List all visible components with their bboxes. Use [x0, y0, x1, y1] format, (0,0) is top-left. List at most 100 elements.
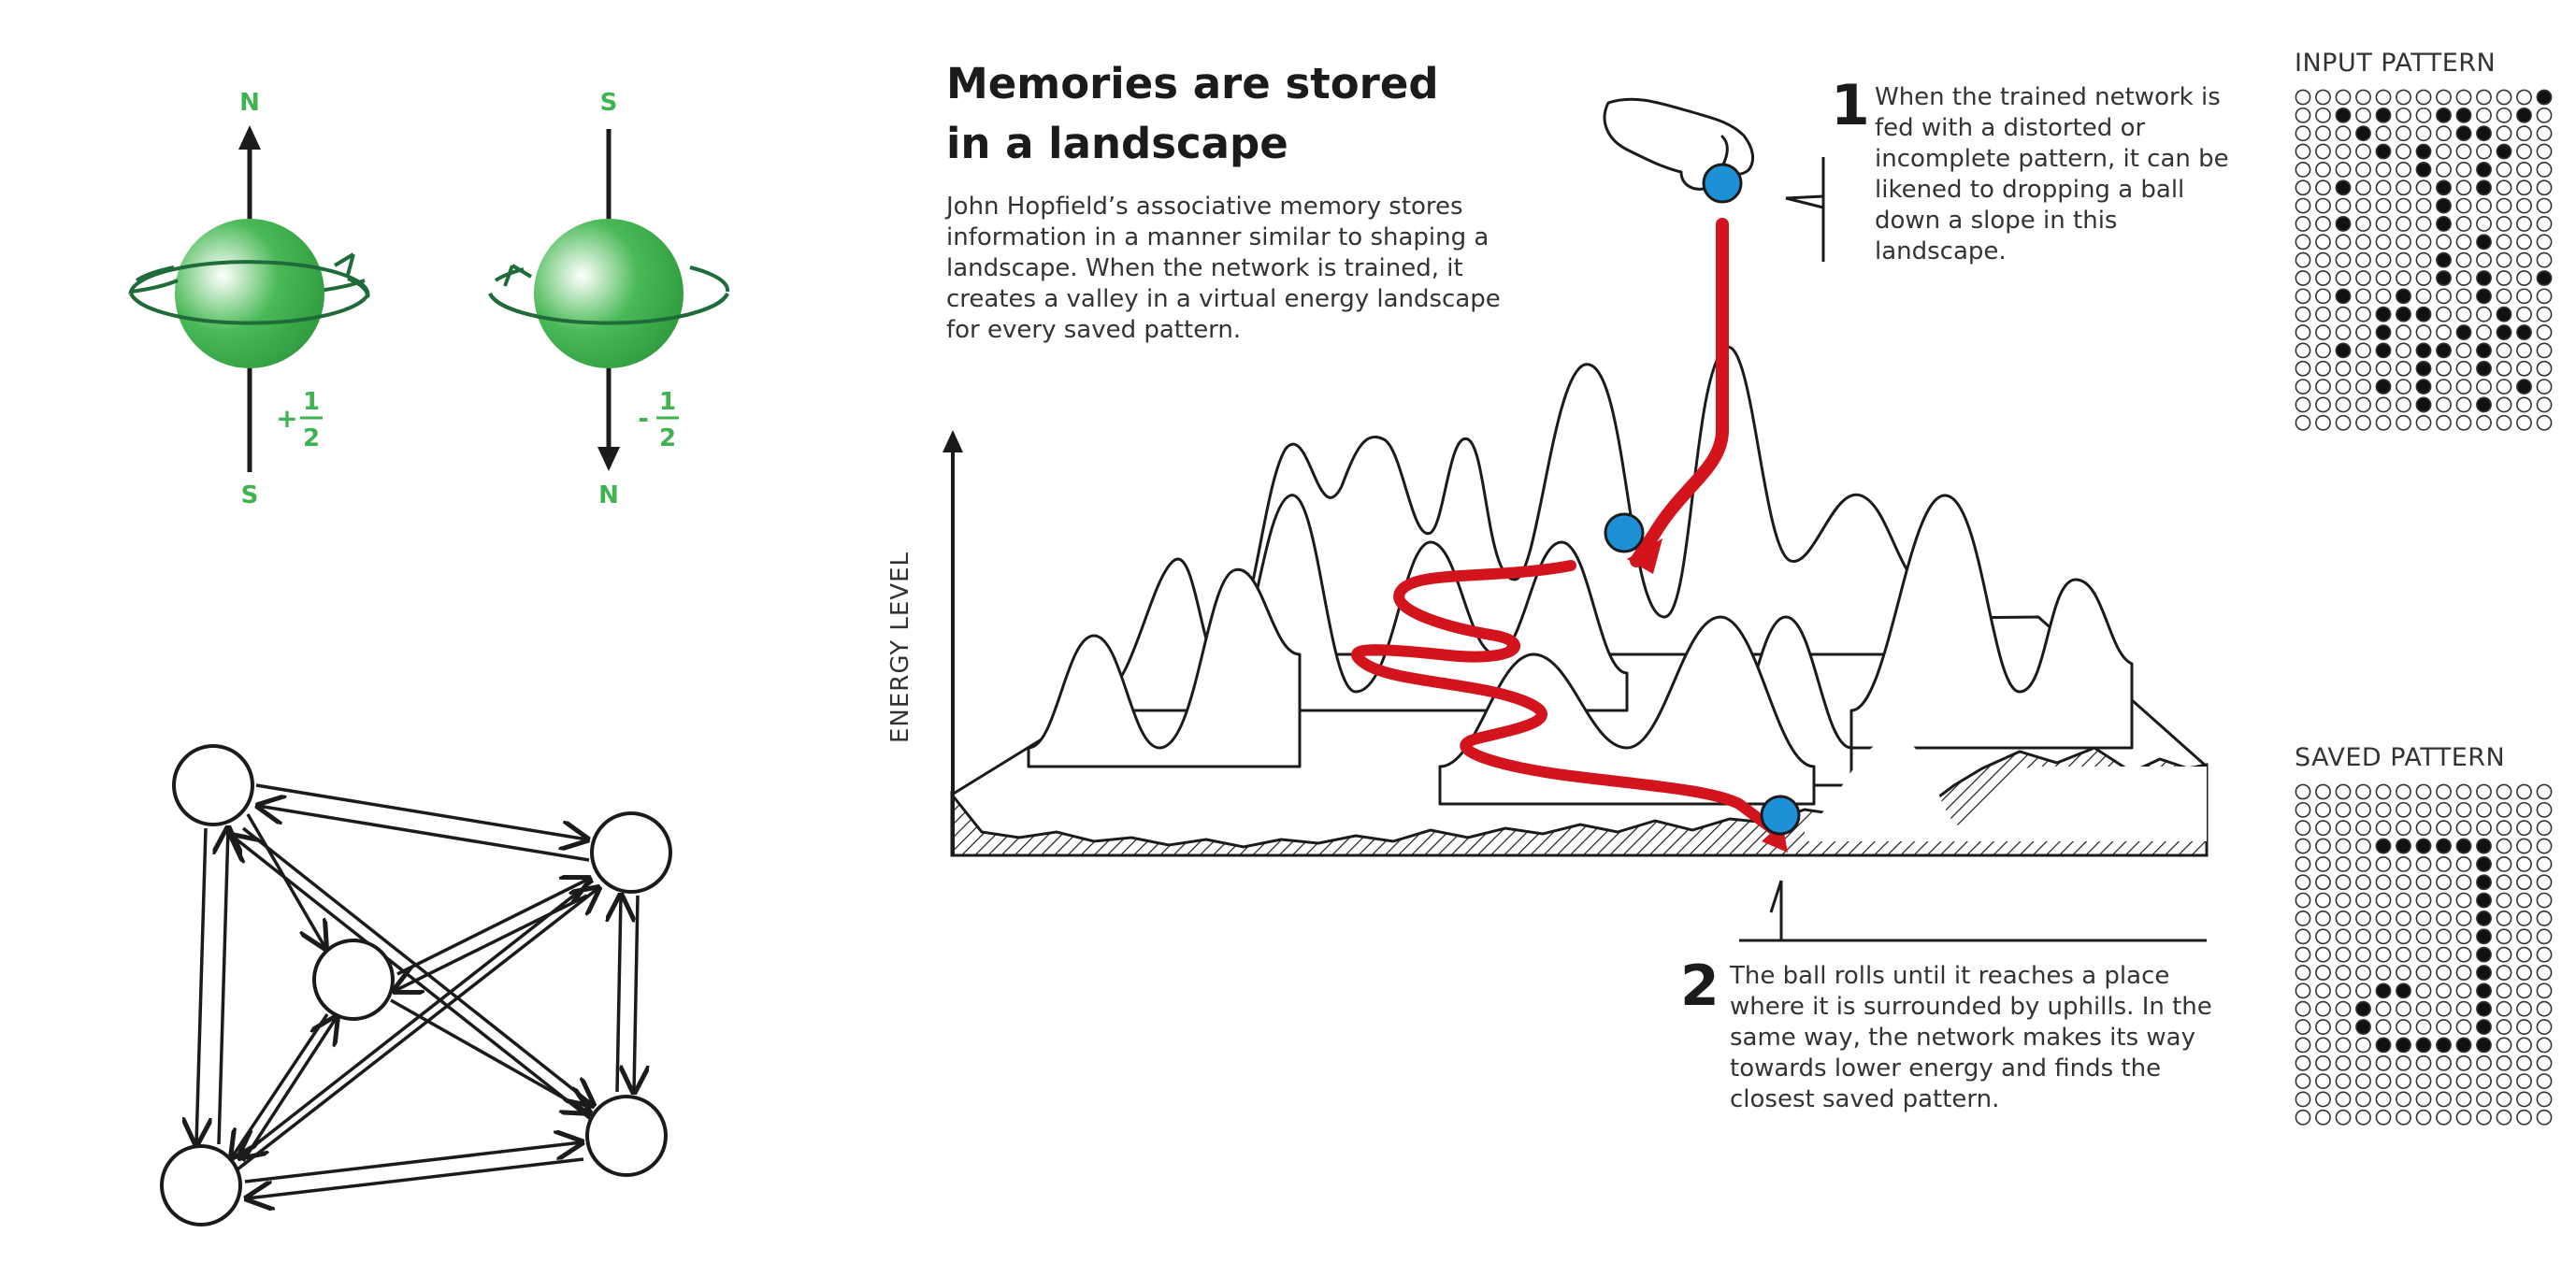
saved-pattern-dot-empty — [2436, 946, 2452, 963]
saved-pattern-dot-empty — [2536, 982, 2553, 999]
saved-pattern-dot-empty — [2355, 801, 2371, 818]
saved-pattern-dot-empty — [2375, 1091, 2392, 1108]
saved-pattern-dot-empty — [2455, 820, 2472, 837]
input-pattern-dot-filled — [2415, 360, 2432, 377]
saved-pattern-dot-empty — [2375, 1019, 2392, 1035]
input-pattern-dot-empty — [2415, 234, 2432, 251]
input-pattern-dot-empty — [2436, 288, 2452, 305]
input-pattern-dot-filled — [2436, 216, 2452, 232]
input-pattern-dot-empty — [2295, 107, 2311, 123]
saved-pattern-dot-empty — [2436, 982, 2452, 999]
input-pattern-dot-filled — [2375, 324, 2392, 340]
saved-pattern-dot-empty — [2536, 874, 2553, 891]
energy-axis-label: ENERGY LEVEL — [886, 552, 914, 743]
input-pattern-dot-empty — [2295, 360, 2311, 377]
input-pattern-dot-empty — [2476, 379, 2492, 394]
input-pattern-dot-empty — [2355, 288, 2371, 305]
input-pattern-dot-empty — [2516, 197, 2532, 214]
saved-pattern-dot-empty — [2295, 820, 2311, 837]
saved-pattern-dot-empty — [2415, 1091, 2432, 1108]
saved-pattern-dot-empty — [2516, 892, 2532, 909]
input-pattern-dot-empty — [2335, 251, 2352, 268]
input-pattern-dot-filled — [2476, 179, 2492, 196]
input-pattern-dot-empty — [2536, 234, 2553, 251]
saved-pattern-dot-empty — [2476, 801, 2492, 818]
saved-pattern-dot-empty — [2375, 928, 2392, 945]
saved-pattern-dot-filled — [2415, 1037, 2432, 1054]
input-pattern-dot-empty — [2295, 396, 2311, 413]
input-pattern-dot-empty — [2496, 162, 2512, 178]
input-pattern-dot-empty — [2496, 197, 2512, 214]
input-pattern-dot-filled — [2476, 396, 2492, 413]
saved-pattern-dot-empty — [2315, 928, 2331, 945]
saved-pattern-dot-empty — [2375, 892, 2392, 909]
input-pattern-dot-empty — [2335, 197, 2352, 214]
input-pattern-dot-filled — [2455, 324, 2472, 340]
input-pattern-dot-filled — [2335, 342, 2352, 359]
input-pattern-dot-empty — [2455, 216, 2472, 232]
saved-pattern-dot-empty — [2355, 1054, 2371, 1071]
input-pattern-dot-empty — [2436, 306, 2452, 323]
input-pattern-dot-empty — [2375, 288, 2392, 305]
saved-pattern-dot-empty — [2536, 1091, 2553, 1108]
input-pattern-dot-empty — [2335, 162, 2352, 178]
input-pattern-dot-empty — [2375, 396, 2392, 413]
input-pattern-dot-empty — [2396, 162, 2411, 178]
saved-pattern-dot-empty — [2455, 892, 2472, 909]
input-pattern-dot-empty — [2355, 379, 2371, 394]
input-pattern-dot-empty — [2315, 360, 2331, 377]
saved-pattern-dot-empty — [2355, 892, 2371, 909]
saved-pattern-dot-empty — [2536, 1054, 2553, 1071]
saved-pattern-dot-filled — [2476, 892, 2492, 909]
saved-pattern-dot-empty — [2335, 1073, 2352, 1089]
input-pattern-dot-empty — [2396, 143, 2411, 160]
input-pattern-dot-empty — [2455, 288, 2472, 305]
saved-pattern-dot-empty — [2496, 1000, 2512, 1017]
input-pattern-dot-empty — [2536, 288, 2553, 305]
saved-pattern-dot-empty — [2355, 1091, 2371, 1108]
input-pattern-dot-empty — [2295, 143, 2311, 160]
saved-pattern-dot-empty — [2496, 820, 2512, 837]
saved-pattern-dot-empty — [2315, 801, 2331, 818]
input-pattern-dot-empty — [2536, 324, 2553, 340]
saved-pattern-dot-filled — [2476, 965, 2492, 981]
input-pattern-dot-empty — [2476, 143, 2492, 160]
spin-num: 1 — [303, 388, 320, 416]
input-pattern-dot-empty — [2396, 197, 2411, 214]
saved-pattern-dot-empty — [2455, 783, 2472, 800]
landscape-title: Memories are stored in a landscape — [946, 54, 1439, 174]
saved-pattern-dot-empty — [2496, 838, 2512, 854]
input-pattern-dot-empty — [2335, 306, 2352, 323]
saved-pattern-dot-empty — [2295, 856, 2311, 872]
input-pattern-dot-empty — [2315, 197, 2331, 214]
saved-pattern-dot-empty — [2315, 820, 2331, 837]
saved-pattern-dot-empty — [2516, 1019, 2532, 1035]
pole-label: S — [241, 481, 259, 509]
input-pattern-dot-empty — [2315, 179, 2331, 196]
input-pattern-dot-empty — [2476, 107, 2492, 123]
saved-pattern-dot-empty — [2335, 911, 2352, 926]
input-pattern-dot-empty — [2295, 234, 2311, 251]
input-pattern-dot-empty — [2355, 360, 2371, 377]
saved-pattern-dot-empty — [2396, 1019, 2411, 1035]
saved-pattern-dot-empty — [2496, 946, 2512, 963]
input-pattern-dot-empty — [2415, 107, 2432, 123]
input-pattern-dot-empty — [2375, 125, 2392, 142]
input-pattern-dot-empty — [2455, 342, 2472, 359]
network-node — [172, 744, 254, 826]
input-pattern-dot-filled — [2476, 342, 2492, 359]
saved-pattern-dot-empty — [2375, 874, 2392, 891]
saved-pattern-dot-empty — [2396, 911, 2411, 926]
network-node — [590, 811, 672, 894]
saved-pattern-dot-empty — [2415, 1073, 2432, 1089]
saved-pattern-dot-empty — [2295, 783, 2311, 800]
saved-pattern-dot-empty — [2295, 946, 2311, 963]
saved-pattern-dot-empty — [2516, 1054, 2532, 1071]
saved-pattern-dot-empty — [2436, 874, 2452, 891]
saved-pattern-dot-empty — [2496, 911, 2512, 926]
input-pattern-dot-empty — [2455, 162, 2472, 178]
saved-pattern-dot-empty — [2295, 801, 2311, 818]
saved-pattern-dot-empty — [2436, 911, 2452, 926]
input-pattern-dot-empty — [2315, 251, 2331, 268]
saved-pattern-dot-empty — [2455, 1019, 2472, 1035]
